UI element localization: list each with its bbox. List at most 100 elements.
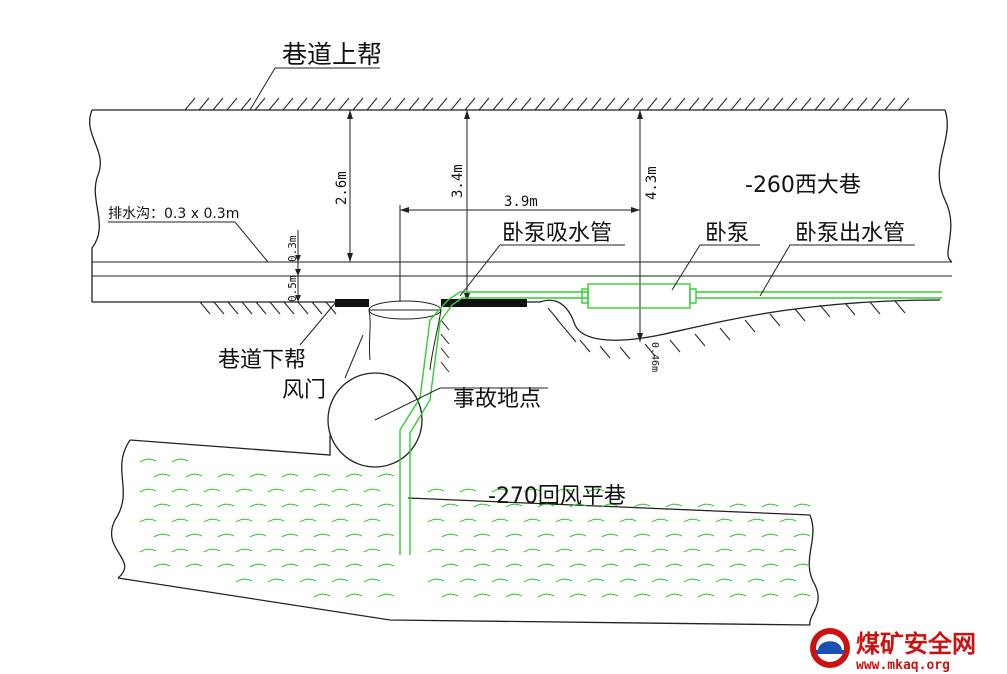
return-roadway-label: -270回风平巷 [488, 484, 626, 509]
suction-pipe-label: 卧泵吸水管 [502, 221, 612, 246]
ditch-lines [92, 261, 952, 303]
water-mark [537, 503, 555, 508]
water-mark [697, 503, 715, 508]
water-mark [779, 578, 797, 583]
water-mark [761, 593, 779, 598]
water-mark [363, 548, 381, 553]
water-mark [281, 503, 299, 508]
floor-hatch-stroke [599, 345, 611, 359]
water-mark [665, 563, 683, 568]
roof-hatch-stroke [646, 97, 658, 111]
floor-hatch-stroke [794, 308, 806, 322]
roof-hatch-stroke [618, 97, 630, 111]
water-mark [281, 563, 299, 568]
floor-hatch-stroke [297, 301, 309, 315]
floor-hatch-stroke [440, 333, 450, 345]
roof-hatch-stroke [702, 97, 714, 111]
water-mark [249, 503, 267, 508]
roof-hatch-stroke [366, 97, 378, 111]
floor-slab-right [441, 299, 527, 307]
water-mark [185, 503, 203, 508]
floor-hatch-stroke [440, 319, 450, 331]
water-mark [185, 533, 203, 538]
pump-flange-right [689, 288, 697, 304]
air-door-label: 风门 [282, 378, 326, 403]
water-mark [715, 578, 733, 583]
water-mark [761, 533, 779, 538]
roof-hatch-stroke [898, 97, 910, 111]
water-mark [633, 563, 651, 568]
water-mark [267, 488, 285, 493]
water-mark [569, 503, 587, 508]
water-mark [377, 473, 395, 478]
water-mark [427, 518, 445, 523]
suction-pipe [399, 291, 545, 555]
roof-hatch-stroke [884, 97, 896, 111]
water-mark [459, 548, 477, 553]
water-mark [601, 533, 619, 538]
water-mark [665, 593, 683, 598]
roof-hatch-stroke [338, 97, 350, 111]
west-roadway-label: -260西大巷 [745, 173, 861, 198]
roof-hatch-stroke [240, 97, 252, 111]
water-mark [203, 518, 221, 523]
dimension-lines [295, 110, 643, 342]
roof-hatch-stroke [800, 97, 812, 111]
dim-2-6: 2.6m [334, 171, 350, 205]
pipe-to-pump [545, 291, 588, 299]
water-mark [331, 548, 349, 553]
floor-hatch-stroke [283, 301, 295, 315]
water-mark [601, 563, 619, 568]
watermark: 煤矿安全网 www.mkaq.org [810, 628, 976, 673]
water-mark [747, 578, 765, 583]
floor-hatch-stroke [869, 301, 881, 315]
roof-hatch-stroke [450, 97, 462, 111]
water-mark [729, 533, 747, 538]
roof-hatch-stroke [254, 97, 266, 111]
accident-site-marker [327, 372, 423, 468]
water-mark [313, 533, 331, 538]
floor-hatch-stroke [241, 301, 253, 315]
water-mark [217, 503, 235, 508]
water-mark [171, 458, 189, 463]
water-mark [299, 488, 317, 493]
water-mark [441, 503, 459, 508]
roof-hatch-stroke [842, 97, 854, 111]
water-mark [217, 533, 235, 538]
roof-hatch-stroke [730, 97, 742, 111]
water-mark [537, 593, 555, 598]
connecting-shaft [368, 300, 442, 371]
water-mark [299, 518, 317, 523]
water-mark [139, 458, 157, 463]
floor-hatch-stroke [669, 339, 681, 353]
water-mark [203, 488, 221, 493]
water-mark [299, 578, 317, 583]
dim-0-3: 0.3m [286, 235, 299, 262]
roof-hatch-stroke [548, 97, 560, 111]
water-mark [217, 563, 235, 568]
roof-hatch-stroke [688, 97, 700, 111]
water-mark [459, 488, 477, 493]
water-mark [523, 578, 541, 583]
water-mark [363, 578, 381, 583]
water-mark [633, 533, 651, 538]
water-mark [793, 503, 811, 508]
water-mark [377, 563, 395, 568]
water-mark [313, 503, 331, 508]
roof-hatch-stroke [296, 97, 308, 111]
floor-hatch-stroke [255, 301, 267, 315]
roof-hatch-stroke [632, 97, 644, 111]
outlet-pipe [696, 291, 942, 299]
water-mark [473, 593, 491, 598]
water-mark [281, 473, 299, 478]
water-mark [441, 563, 459, 568]
roof-hatch-stroke [478, 97, 490, 111]
water-mark [249, 473, 267, 478]
roof-hatch-stroke [828, 97, 840, 111]
water-mark [587, 548, 605, 553]
water-mark [185, 563, 203, 568]
outlet-pipe-label: 卧泵出水管 [795, 221, 905, 246]
water-mark [377, 533, 395, 538]
roof-hatch-stroke [464, 97, 476, 111]
water-mark [569, 533, 587, 538]
